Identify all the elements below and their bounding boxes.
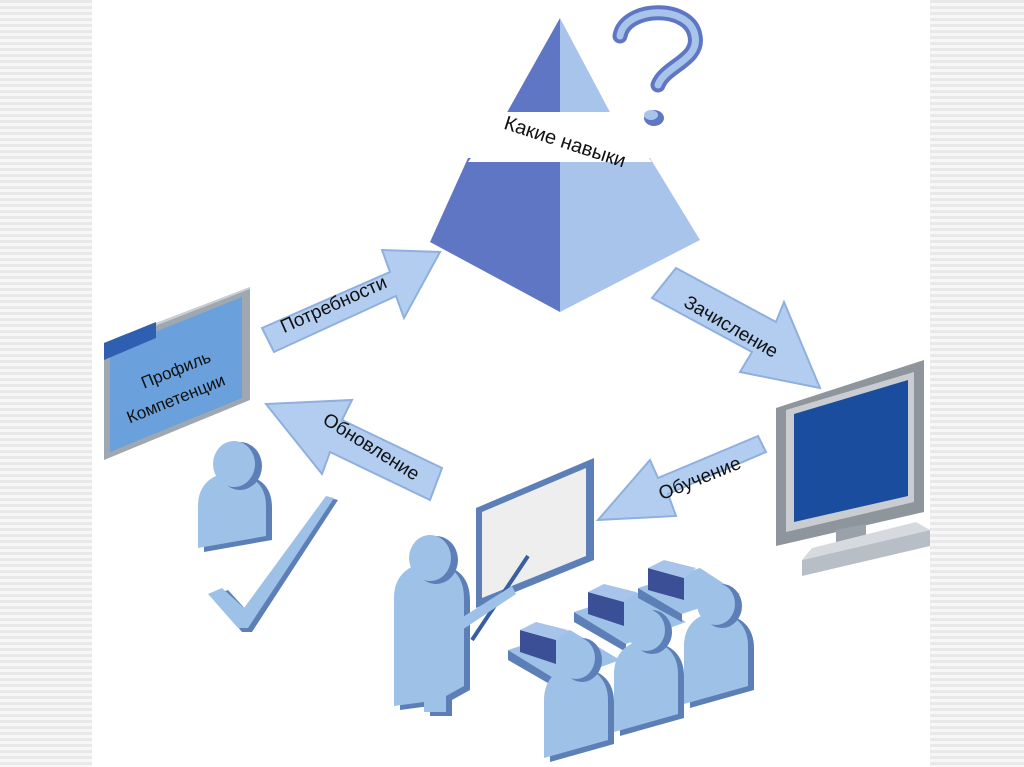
right-border-stripes (930, 0, 1024, 767)
left-border-stripes (0, 0, 92, 767)
person-icon (684, 583, 754, 708)
person-icon (614, 609, 684, 736)
question-mark-icon (612, 5, 703, 126)
folder-icon: Профиль Компетенции (104, 287, 250, 460)
arrow-enroll: Зачисление (650, 266, 822, 390)
person-icon (394, 535, 516, 716)
pyramid-icon: Какие навыки (430, 18, 700, 312)
monitor-icon (776, 360, 930, 576)
arrow-update: Обновление (263, 398, 444, 502)
arrow-needs: Потребности (260, 248, 442, 354)
person-icon (198, 441, 272, 552)
checkmark-icon (208, 496, 338, 632)
arrow-training: Обучение (595, 434, 768, 522)
whiteboard-icon (470, 458, 594, 642)
person-icon (544, 637, 614, 762)
